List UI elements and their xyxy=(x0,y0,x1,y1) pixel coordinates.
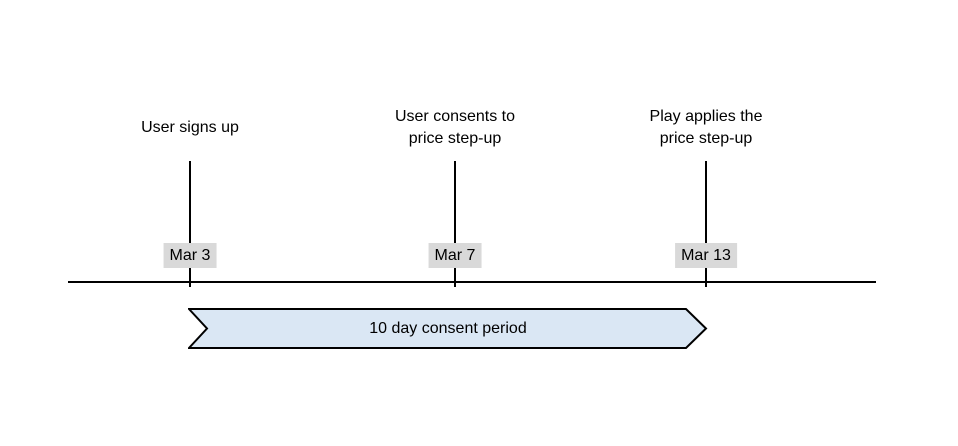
event-tick-line xyxy=(189,161,191,287)
banner-arrow-shape xyxy=(188,308,708,349)
consent-period-label: 10 day consent period xyxy=(369,319,527,337)
event-tick-line xyxy=(454,161,456,287)
event-label-line: User signs up xyxy=(141,119,239,136)
consent-period-banner: 10 day consent period xyxy=(188,308,708,349)
event-label-line: price step-up xyxy=(408,130,502,147)
event-date-badge: Mar 3 xyxy=(163,243,217,268)
event-label: User consents to price step-up xyxy=(340,100,570,156)
timeline-axis xyxy=(68,281,876,283)
event-tick-line xyxy=(705,161,707,287)
event-label-line: User consents to xyxy=(394,108,516,125)
event-label-line: price step-up xyxy=(659,130,753,147)
event-label-line: Play applies the xyxy=(649,108,763,125)
event-label: User signs up xyxy=(75,100,305,156)
event-label: Play applies the price step-up xyxy=(591,100,821,156)
event-date-badge: Mar 13 xyxy=(675,243,737,268)
event-date-badge: Mar 7 xyxy=(428,243,482,268)
